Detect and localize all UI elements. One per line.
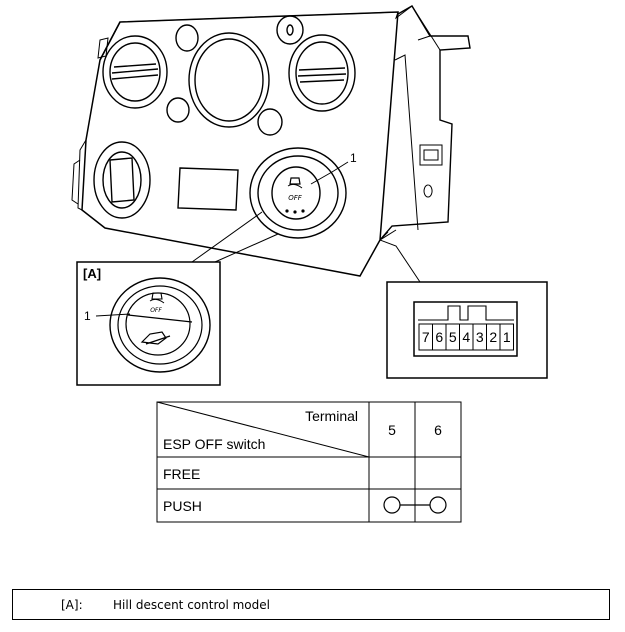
callout-part-number: 1 bbox=[350, 151, 357, 165]
legend-box: [A]: Hill descent control model bbox=[12, 589, 610, 620]
inset-tag: [A] bbox=[83, 266, 101, 281]
legend-text: Hill descent control model bbox=[113, 598, 270, 612]
inset-part-number: 1 bbox=[84, 309, 91, 323]
switch-off-label: OFF bbox=[288, 194, 303, 202]
legend-key: [A]: bbox=[61, 598, 83, 612]
inset-off-label: OFF bbox=[150, 307, 162, 314]
continuity-table bbox=[156, 401, 462, 523]
callout-leader bbox=[310, 161, 349, 185]
table-row-free: FREE bbox=[163, 466, 200, 482]
terminal-number: 4 bbox=[462, 329, 470, 345]
continuity-terminal-circle bbox=[383, 496, 401, 514]
switch-panel-drawing bbox=[71, 5, 471, 277]
table-row-push: PUSH bbox=[163, 498, 202, 514]
table-corner-switch: ESP OFF switch bbox=[163, 436, 265, 452]
table-corner-terminal: Terminal bbox=[305, 408, 358, 424]
connector-zoom-lines bbox=[379, 231, 421, 283]
table-terminal-6: 6 bbox=[434, 422, 442, 438]
terminal-cell bbox=[499, 323, 514, 351]
inset-a: [A] OFF 1 bbox=[76, 261, 221, 386]
table-terminal-5: 5 bbox=[388, 422, 396, 438]
hill-descent-icon bbox=[140, 331, 171, 345]
terminal-number: 5 bbox=[449, 329, 457, 345]
terminal-number: 3 bbox=[476, 329, 484, 345]
continuity-terminal-circle bbox=[429, 496, 447, 514]
terminal-number: 2 bbox=[489, 329, 497, 345]
terminal-number: 7 bbox=[422, 329, 430, 345]
inset-zoom-lines bbox=[191, 211, 279, 263]
terminal-number: 6 bbox=[435, 329, 443, 345]
esp-off-icon: OFF bbox=[285, 177, 305, 214]
terminal-number: 1 bbox=[503, 329, 511, 345]
